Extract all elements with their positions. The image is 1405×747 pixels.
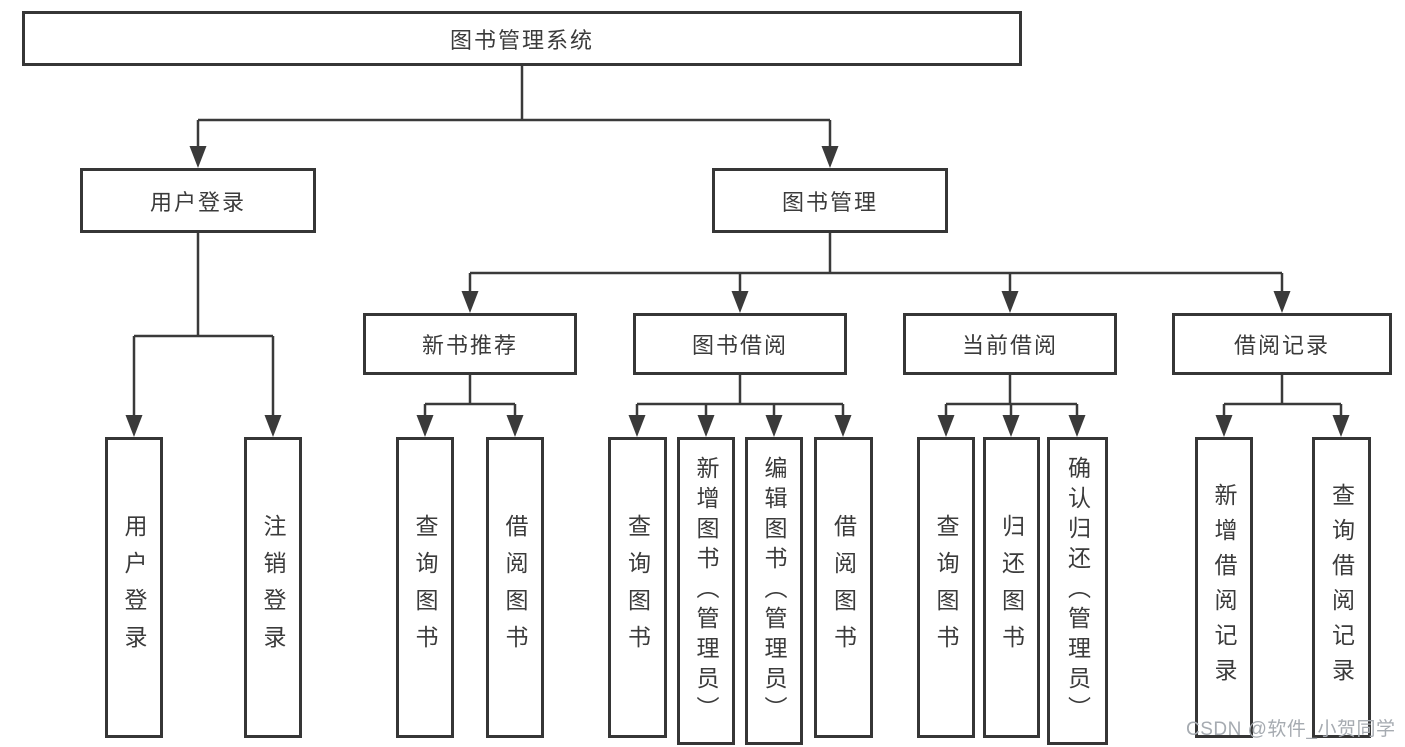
node-book-borrowing: 图书借阅: [633, 313, 847, 375]
node-book-borrowing-label: 图书借阅: [691, 333, 788, 358]
node-borrowing-records-label: 借阅记录: [1233, 333, 1330, 358]
leaf-query-books-current: 查询图书: [917, 437, 975, 738]
node-new-book-recommend-label: 新书推荐: [421, 333, 518, 358]
node-current-borrowing: 当前借阅: [903, 313, 1117, 375]
connector-edges: [132, 66, 1343, 417]
leaf-borrow-books-borrowing: 借阅图书: [814, 437, 873, 738]
node-new-book-recommend: 新书推荐: [363, 313, 577, 375]
leaf-borrow-books-recommend-label: 借阅图书: [502, 513, 528, 662]
leaf-add-books-admin-label: 新增图书（管理员）: [693, 456, 719, 726]
leaf-query-borrow-record-label: 查询借阅记录: [1328, 482, 1355, 693]
leaf-logout: 注销登录: [244, 437, 302, 738]
leaf-return-books: 归还图书: [983, 437, 1040, 738]
leaf-query-borrow-record: 查询借阅记录: [1312, 437, 1371, 738]
leaf-query-books-recommend-label: 查询图书: [412, 513, 438, 662]
node-book-management: 图书管理: [712, 168, 948, 233]
leaf-return-books-label: 归还图书: [998, 513, 1025, 662]
leaf-query-books-recommend: 查询图书: [396, 437, 454, 738]
arrowhead-icons: [125, 146, 1350, 437]
leaf-confirm-return-admin: 确认归还（管理员）: [1047, 437, 1108, 745]
leaf-logout-label: 注销登录: [260, 513, 286, 662]
leaf-user-login-label: 用户登录: [121, 513, 147, 662]
leaf-borrow-books-borrowing-label: 借阅图书: [830, 513, 857, 662]
leaf-query-books-borrowing-label: 查询图书: [624, 513, 651, 662]
node-user-login: 用户登录: [80, 168, 316, 233]
leaf-query-books-borrowing: 查询图书: [608, 437, 667, 738]
node-library-management-system-label: 图书管理系统: [449, 27, 594, 53]
node-borrowing-records: 借阅记录: [1172, 313, 1392, 375]
leaf-add-borrow-record-label: 新增借阅记录: [1211, 482, 1237, 693]
leaf-add-books-admin: 新增图书（管理员）: [677, 437, 735, 745]
node-book-management-label: 图书管理: [781, 189, 878, 215]
node-library-management-system: 图书管理系统: [22, 11, 1022, 66]
node-user-login-label: 用户登录: [149, 189, 246, 215]
leaf-user-login: 用户登录: [105, 437, 163, 738]
leaf-confirm-return-admin-label: 确认归还（管理员）: [1064, 456, 1091, 726]
leaf-edit-books-admin-label: 编辑图书（管理员）: [761, 456, 787, 726]
leaf-edit-books-admin: 编辑图书（管理员）: [745, 437, 803, 745]
csdn-watermark: CSDN @软件_小贺同学: [1186, 719, 1396, 740]
leaf-query-books-current-label: 查询图书: [933, 513, 959, 662]
leaf-add-borrow-record: 新增借阅记录: [1195, 437, 1253, 738]
leaf-borrow-books-recommend: 借阅图书: [486, 437, 544, 738]
node-current-borrowing-label: 当前借阅: [961, 333, 1058, 358]
